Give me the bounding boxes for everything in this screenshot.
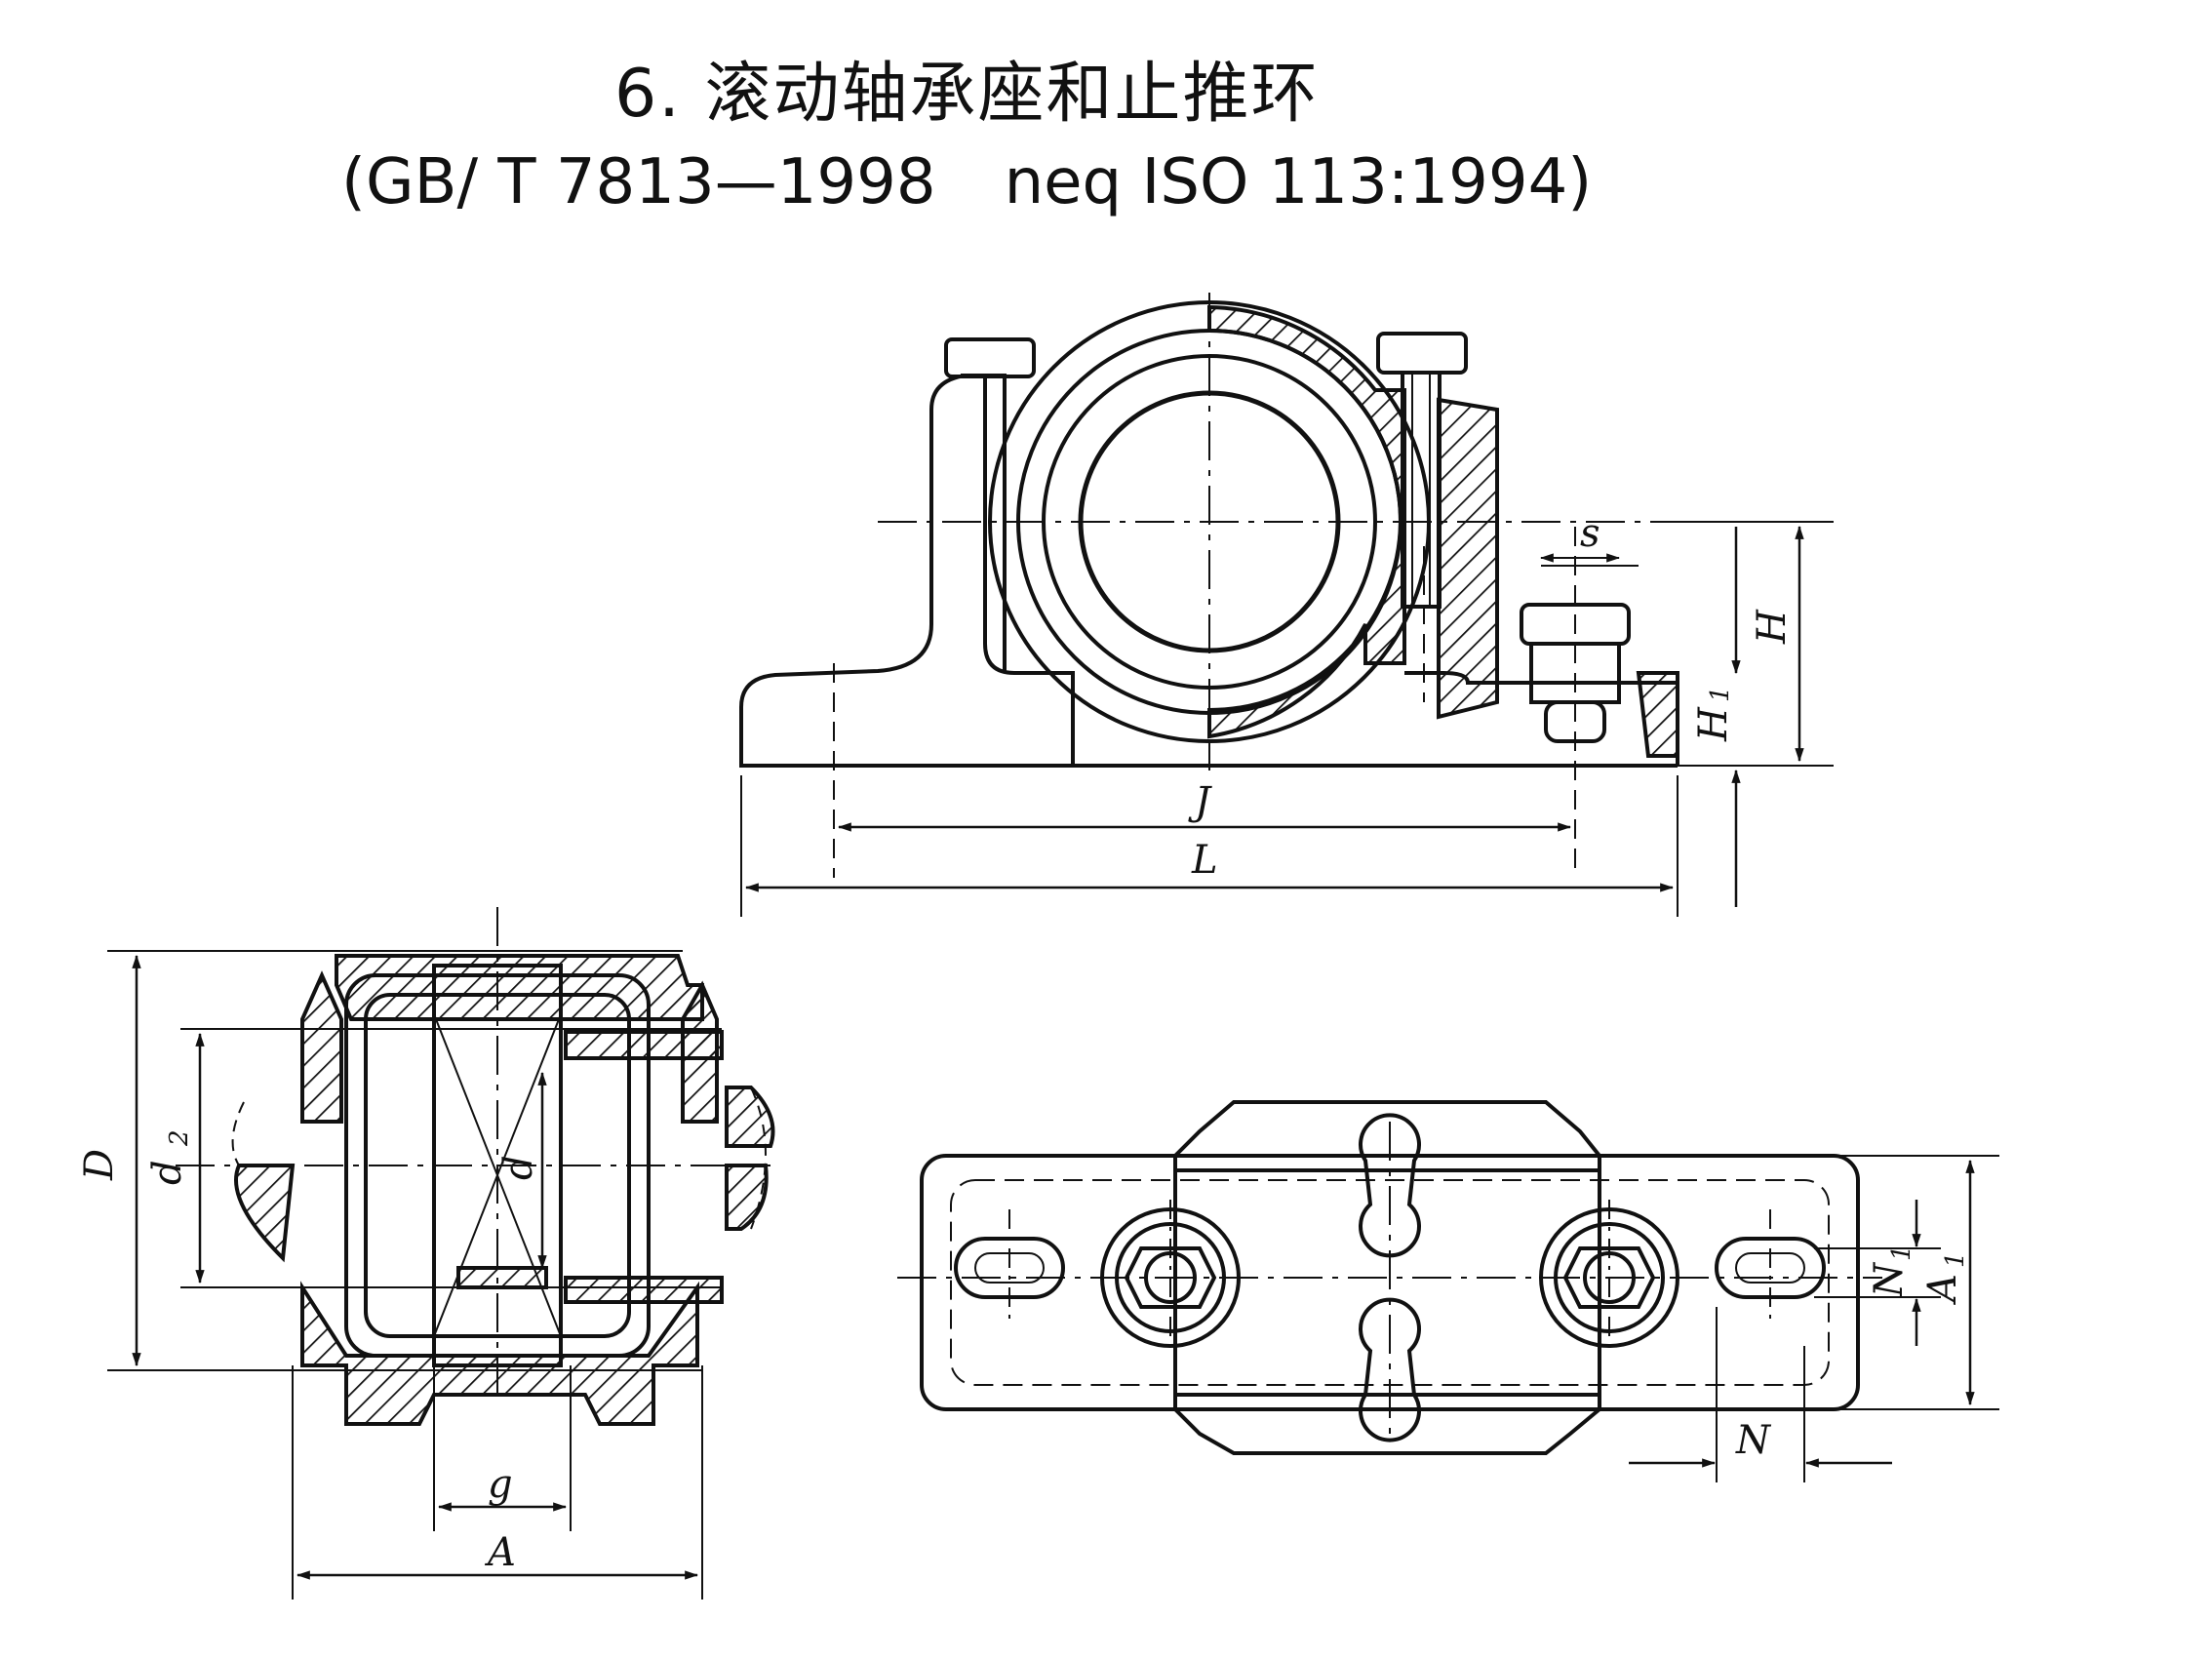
label-A1-sub: 1 <box>1941 1251 1970 1268</box>
iso-reference: neq ISO 113:1994) <box>1004 146 1593 218</box>
label-D: D <box>77 1149 122 1181</box>
bolt-head-right <box>1376 332 1468 375</box>
drawing-title: 6. 滚动轴承座和止推环 <box>614 56 1320 133</box>
plan-cap-outline <box>1173 1100 1601 1455</box>
plan-view-labels: N N 1 A 1 <box>1735 1244 1970 1463</box>
label-H: H <box>1750 609 1795 645</box>
label-A1: A <box>1920 1274 1965 1306</box>
housing-base-outline <box>739 374 1075 768</box>
cap-section <box>1207 304 1406 739</box>
label-H1: H <box>1691 706 1736 742</box>
label-d: d <box>496 1155 541 1180</box>
label-N: N <box>1735 1418 1772 1463</box>
label-A: A <box>484 1530 516 1575</box>
label-J: J <box>1188 779 1212 824</box>
side-view-labels: D d 2 d g A <box>77 1129 541 1575</box>
standard-number: (GB/ T 7813—1998 <box>341 146 936 218</box>
plan-view <box>897 1100 1999 1482</box>
standard-reference: (GB/ T 7813—1998 neq ISO 113:1994) <box>341 146 1592 218</box>
label-N1-sub: 1 <box>1887 1244 1916 1261</box>
label-s: s <box>1580 511 1600 556</box>
label-N1: N <box>1867 1261 1912 1298</box>
label-d2-sub: 2 <box>165 1129 194 1147</box>
bolt-head-left <box>944 337 1036 378</box>
side-section-view <box>107 907 775 1600</box>
label-g: g <box>488 1462 513 1507</box>
label-H1-sub: 1 <box>1706 686 1735 702</box>
label-L: L <box>1191 838 1218 883</box>
label-d2: d <box>145 1160 190 1185</box>
front-view-labels: J L s H H 1 <box>1188 511 1795 883</box>
front-view <box>739 293 1834 917</box>
